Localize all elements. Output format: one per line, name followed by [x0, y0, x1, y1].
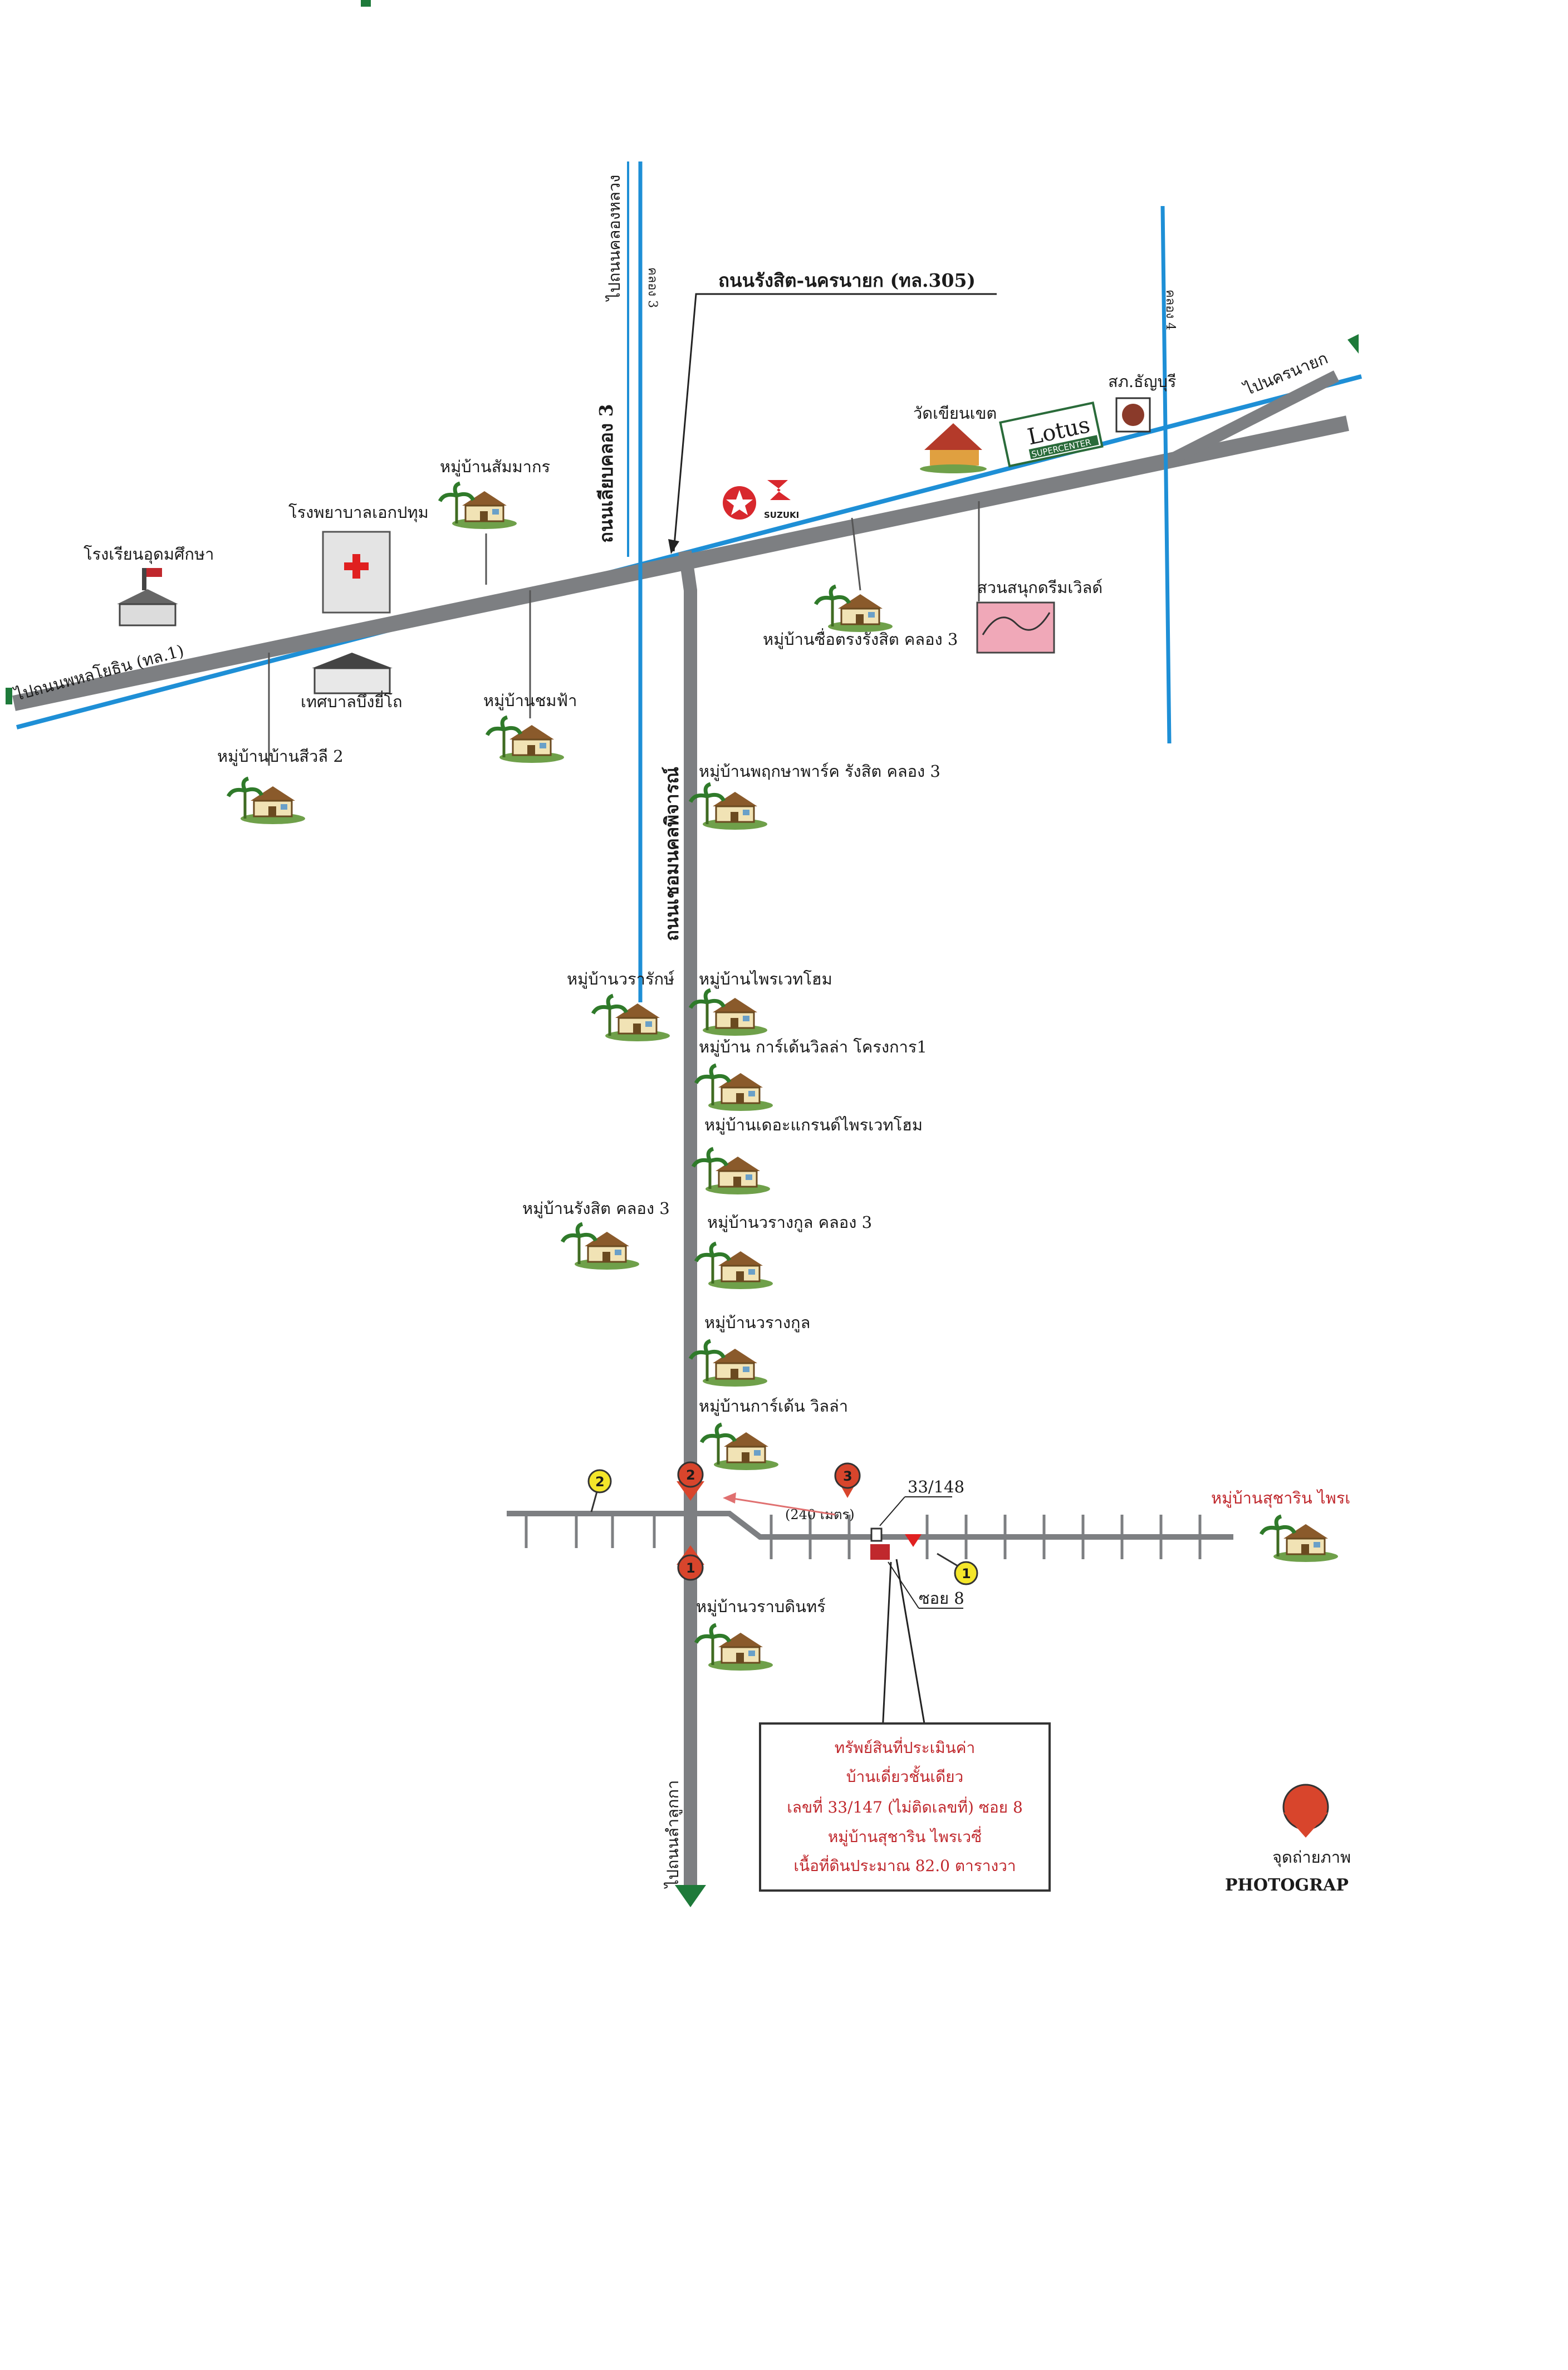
info-line-1: ทรัพย์สินที่ประเมินค่า [835, 1737, 976, 1757]
sue-trong-label: หมู่บ้านซื่อตรงรังสิต คลอง 3 [763, 628, 958, 649]
dream-world-label: สวนสนุกดรีมเวิลด์ [977, 578, 1102, 598]
police-icon [1115, 397, 1151, 433]
to-khlong-luang-label: ไปถนนคลองหลวง [605, 175, 624, 302]
rangsit-k3-label: หมู่บ้านรังสิต คลอง 3 [522, 1199, 670, 1218]
soi-road [507, 1511, 1233, 1540]
garden-villa-1-label: หมู่บ้าน การ์เด้นวิลล่า โครงการ1 [699, 1037, 927, 1057]
photo-marker-1-red: 1 [677, 1545, 704, 1581]
lam-luk-ka-road [678, 550, 697, 1893]
legend-label-en: PHOTOGRAP [1225, 1876, 1349, 1895]
school-label: โรงเรียนอุดมศึกษา [84, 545, 214, 564]
photo-marker-2-yellow: 2 [587, 1469, 612, 1512]
svg-text:2: 2 [686, 1467, 695, 1483]
park-green-label: หมู่บ้านพฤกษาพาร์ค รังสิต คลอง 3 [699, 762, 940, 781]
suzuki-icon: SUZUKI [764, 480, 799, 520]
info-line-5: เนื้อที่ดินประมาณ 82.0 ตารางวา [793, 1854, 1016, 1875]
sammakorn-label: หมู่บ้านสัมมากร [440, 457, 550, 477]
property-marker [870, 1544, 890, 1560]
municipality-label: เทศบาลบึงยี่โถ [301, 691, 403, 711]
svg-text:2: 2 [595, 1474, 605, 1490]
temple-icon [920, 423, 987, 473]
house-number-label: 33/148 [908, 1477, 964, 1496]
photo-marker-1-yellow: 1 [937, 1553, 978, 1585]
worarak-label: หมู่บ้านวรารักษ์ [567, 969, 675, 989]
waraporn-label: หมู่บ้านวราบดินทร์ [696, 1597, 826, 1617]
svg-text:1: 1 [686, 1560, 695, 1576]
photo-marker-3-red: 3 [834, 1462, 861, 1498]
chomfa-label: หมู่บ้านชมฟ้า [483, 691, 577, 711]
khlong-4-canal [1160, 205, 1172, 744]
info-line-3: เลขที่ 33/147 (ไม่ติดเลขที่) ซอย 8 [787, 1796, 1023, 1816]
main-road-label: ถนนรังสิต-นครนายก (ทล.305) [718, 270, 976, 291]
info-line-2: บ้านเดี่ยวชั้นเดียว [846, 1765, 964, 1786]
svg-text:3: 3 [843, 1468, 852, 1484]
warangkun-label: หมู่บ้านวรางกูล [704, 1313, 810, 1333]
caltex-icon [723, 486, 756, 520]
khlong-road-label: ถนนเลียบคลอง 3 [595, 404, 617, 543]
info-line-4: หมู่บ้านสุชาริน ไพรเวซี่ [828, 1826, 982, 1847]
property-info-box [759, 1722, 1051, 1892]
khlong-4-label: คลอง 4 [1163, 290, 1177, 330]
wat-label: วัดเขียนเขต [913, 404, 997, 423]
lam-luk-ka-road-label: ถนนเชอมนคลพิจารณ์ [661, 767, 683, 941]
soi-8-label: ซอย 8 [919, 1589, 964, 1608]
direction-marker-icon [905, 1534, 922, 1547]
down-arrow-icon [675, 1885, 706, 1907]
to-lam-luk-ka-label: ไปถนนลำลูกกา [663, 1780, 683, 1889]
warangkun-k3-label: หมู่บ้านวรางกูล คลอง 3 [707, 1213, 872, 1232]
hospital-icon [322, 531, 391, 614]
lotus-logo: Lotus SUPERCENTER [999, 401, 1104, 468]
dream-world-icon [976, 601, 1055, 654]
hospital-label: โรงพยาบาลเอกปทุม [288, 503, 429, 522]
suchalin-label: หมู่บ้านสุชาริน ไพรเ [1211, 1488, 1350, 1508]
arrow-right-icon [1347, 334, 1359, 354]
svg-text:SUZUKI: SUZUKI [764, 510, 799, 520]
municipality-icon [312, 653, 393, 694]
distance-label: (240 เมตร) [785, 1507, 855, 1522]
grand-privet-label: หมู่บ้านเดอะแกรนด์ไพรเวทโฮม [704, 1115, 923, 1135]
ban-suan-lee-2-label: หมู่บ้านบ้านสีวลี 2 [217, 747, 344, 766]
photo-point-legend-icon [1282, 1784, 1329, 1838]
garden-villa-label: หมู่บ้านการ์เด้น วิลล่า [699, 1397, 848, 1416]
svg-text:1: 1 [962, 1566, 971, 1581]
police-label: สภ.ธัญบุรี [1108, 372, 1176, 391]
legend-label: จุดถ่ายภาพ [1272, 1848, 1351, 1867]
khlong-3-label: คลอง 3 [645, 267, 659, 308]
phrai-wet-home-label: หมู่บ้านไพรเวทโฮม [699, 969, 832, 989]
school-icon [117, 568, 178, 626]
photo-marker-2-red: 2 [677, 1461, 704, 1501]
